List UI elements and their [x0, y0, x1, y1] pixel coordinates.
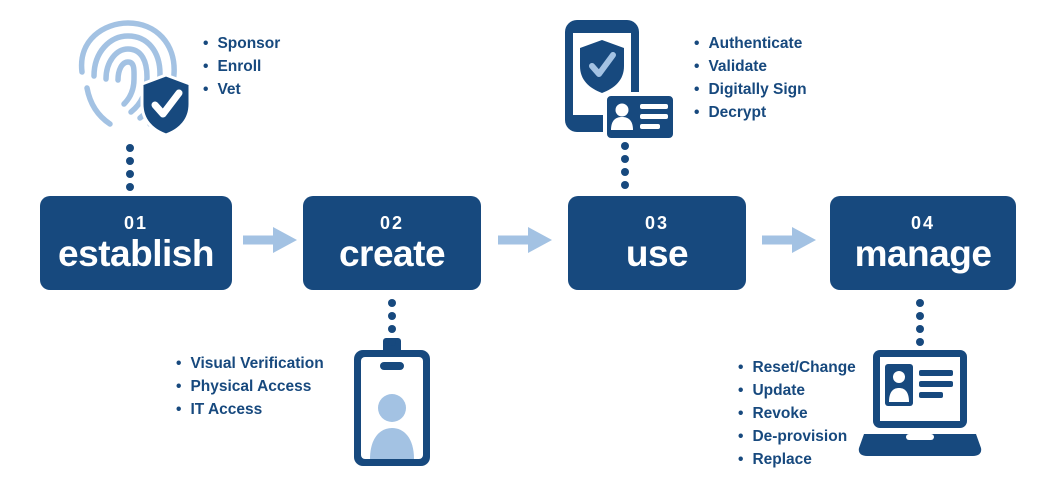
step-label: manage: [854, 233, 992, 274]
flow-arrow: [243, 227, 297, 253]
id-badge-icon: [354, 338, 430, 466]
manage-bullet-list: Reset/Change Update Revoke De-provision …: [738, 356, 856, 471]
bullet-item: Physical Access: [176, 375, 324, 398]
dot: [621, 155, 629, 163]
step-number: 03: [644, 213, 670, 233]
dot: [621, 142, 629, 150]
bullet-item: Update: [738, 379, 856, 402]
dot: [916, 312, 924, 320]
dotted-connector-use: [621, 142, 629, 189]
dot: [126, 170, 134, 178]
use-bullet-list: Authenticate Validate Digitally Sign Dec…: [694, 32, 807, 124]
bullet-item: Revoke: [738, 402, 856, 425]
bullet-item: Visual Verification: [176, 352, 323, 375]
step-label: create: [338, 233, 446, 274]
dot: [388, 312, 396, 320]
bullet-item: De-provision: [738, 425, 856, 448]
shield-check-icon: [140, 73, 192, 137]
dot: [126, 183, 134, 191]
step-number: 04: [910, 213, 936, 233]
dotted-connector-manage: [916, 299, 924, 346]
bullet-item: Reset/Change: [738, 356, 855, 379]
step-number: 01: [123, 213, 149, 233]
step-label: use: [625, 233, 689, 274]
dot: [916, 338, 924, 346]
step-box-establish: 01 establish: [40, 196, 232, 290]
step-box-manage: 04 manage: [830, 196, 1016, 290]
bullet-item: IT Access: [176, 398, 324, 421]
dot: [388, 299, 396, 307]
bullet-item: Validate: [694, 55, 807, 78]
step-box-use: 03 use: [568, 196, 746, 290]
bullet-item: Vet: [203, 78, 280, 101]
bullet-item: Enroll: [203, 55, 280, 78]
dot: [126, 144, 134, 152]
dot: [916, 325, 924, 333]
bullet-item: Sponsor: [203, 32, 280, 55]
step-box-create: 02 create: [303, 196, 481, 290]
bullet-item: Authenticate: [694, 32, 807, 55]
dot: [621, 168, 629, 176]
step-label: establish: [58, 233, 214, 274]
dot: [126, 157, 134, 165]
dot: [621, 181, 629, 189]
dot: [388, 338, 396, 346]
create-bullet-list: Visual Verification Physical Access IT A…: [176, 352, 324, 421]
dotted-connector-establish: [126, 144, 134, 191]
dot: [388, 325, 396, 333]
bullet-item: Decrypt: [694, 101, 807, 124]
dot: [916, 299, 924, 307]
id-card-icon: [603, 92, 677, 142]
step-number: 02: [379, 213, 405, 233]
dotted-connector-create: [388, 299, 396, 346]
establish-bullet-list: Sponsor Enroll Vet: [203, 32, 280, 101]
bullet-item: Digitally Sign: [694, 78, 806, 101]
flow-arrow: [498, 227, 552, 253]
laptop-icon: [858, 350, 982, 456]
bullet-item: Replace: [738, 448, 856, 471]
flow-arrow: [762, 227, 816, 253]
